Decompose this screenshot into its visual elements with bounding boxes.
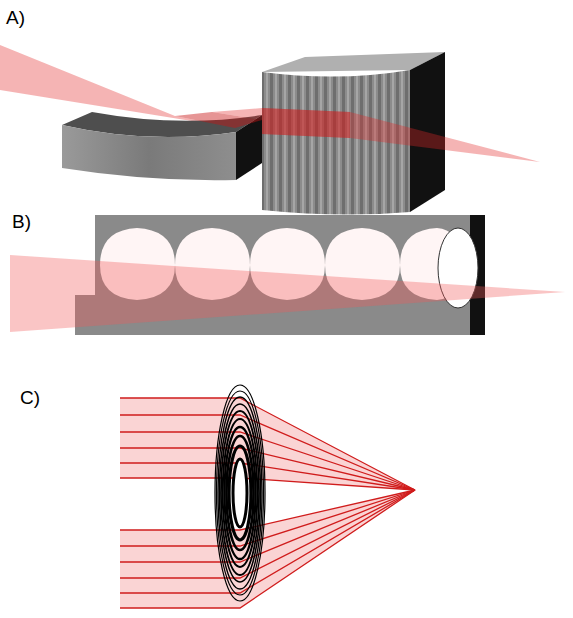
kb-mirrors (0, 45, 540, 215)
zone-plate (120, 385, 415, 608)
panel-label: C) (20, 388, 40, 407)
panel-label: B) (12, 212, 31, 231)
mirror-block (62, 125, 236, 180)
beam-on-mirror (262, 108, 350, 138)
central-stop (233, 459, 247, 527)
rays (120, 398, 415, 608)
compound-refractive-lens (10, 215, 565, 335)
zone-rings (215, 385, 265, 601)
focused-beam (10, 255, 565, 332)
reflected-beam (212, 108, 540, 162)
panel-label: A) (6, 8, 25, 27)
